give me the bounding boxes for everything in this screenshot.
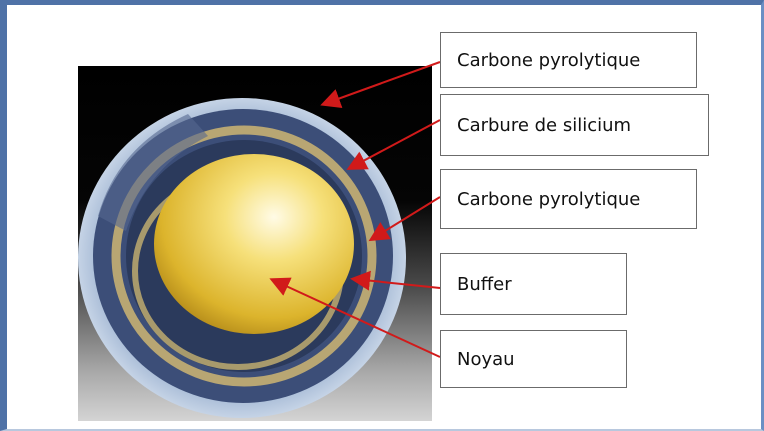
label-outer-pyrolytic-carbon: Carbone pyrolytique: [440, 32, 697, 88]
label-inner-pyrolytic-carbon: Carbone pyrolytique: [440, 169, 697, 229]
arrow-silicon-carbide: [350, 120, 440, 168]
arrow-inner-pyrolytic-carbon: [372, 197, 440, 239]
label-kernel: Noyau: [440, 330, 627, 388]
arrow-outer-pyrolytic-carbon: [324, 62, 440, 104]
label-silicon-carbide: Carbure de silicium: [440, 94, 709, 156]
arrow-buffer: [354, 279, 440, 288]
label-buffer: Buffer: [440, 253, 627, 315]
arrow-kernel: [273, 280, 440, 357]
